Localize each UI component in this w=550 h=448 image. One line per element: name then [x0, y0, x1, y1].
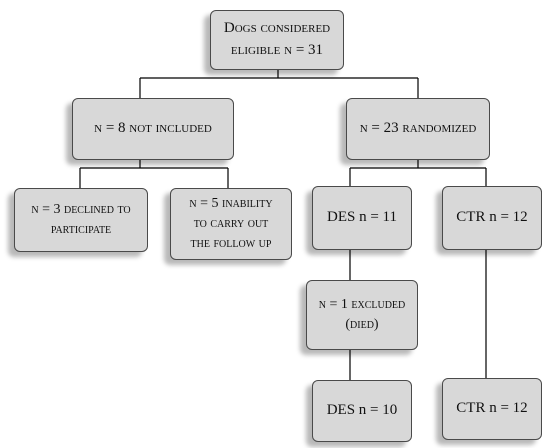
excluded-label: n = 1 excluded (died) — [318, 296, 406, 332]
declined-label: n = 3 declined to participate — [31, 201, 131, 237]
declined-box: n = 3 declined to participate — [14, 188, 148, 252]
not-included-box: n = 8 not included — [72, 98, 234, 160]
not-included-label: n = 8 not included — [94, 120, 212, 137]
excluded-box: n = 1 excluded (died) — [306, 280, 418, 350]
randomized-label: n = 23 randomized — [359, 120, 477, 137]
des-start-label: DES n = 11 — [327, 209, 397, 226]
ctr-start-label: CTR n = 12 — [456, 209, 528, 226]
des-end-box: DES n = 10 — [312, 380, 412, 442]
des-start-box: DES n = 11 — [312, 186, 412, 250]
eligible-label: Dogs considered eligible n = 31 — [223, 20, 331, 58]
ctr-start-box: CTR n = 12 — [442, 186, 542, 250]
inability-label: n = 5 inability to carry out the follow … — [189, 195, 273, 252]
ctr-end-label: CTR n = 12 — [456, 400, 528, 417]
inability-box: n = 5 inability to carry out the follow … — [170, 188, 292, 260]
randomized-box: n = 23 randomized — [346, 98, 490, 160]
des-end-label: DES n = 10 — [326, 402, 398, 419]
ctr-end-box: CTR n = 12 — [442, 378, 542, 440]
eligible-box: Dogs considered eligible n = 31 — [210, 10, 344, 70]
